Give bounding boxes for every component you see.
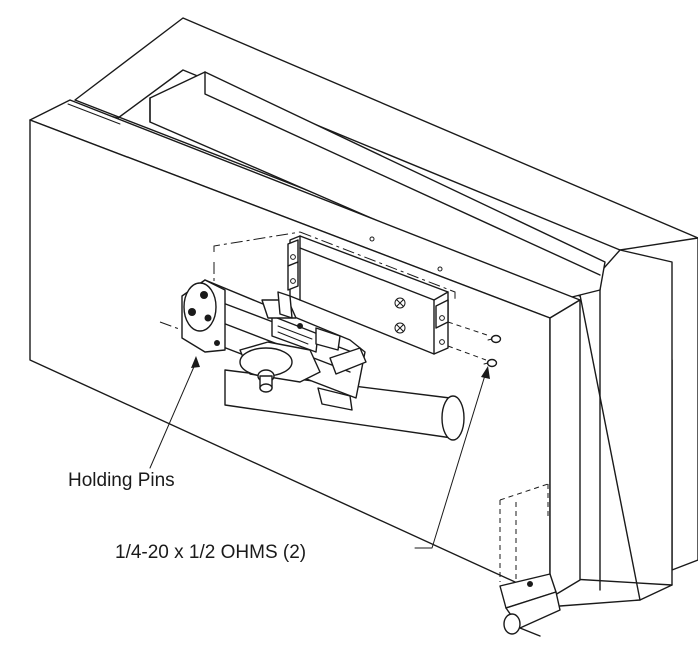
mounting-bracket — [287, 235, 449, 355]
screws-label: 1/4-20 x 1/2 OHMS (2) — [115, 542, 306, 563]
mounting-template-outline — [159, 231, 456, 331]
screw — [447, 321, 502, 344]
hinge — [499, 483, 561, 637]
door-closer — [181, 279, 465, 441]
holding-pins-label: Holding Pins — [68, 470, 175, 491]
screw — [447, 345, 498, 368]
screws-leader — [414, 366, 490, 549]
bracket-screw-hole — [394, 297, 406, 309]
holding-pins-leader — [149, 356, 200, 469]
bracket-screw-hole — [394, 322, 406, 334]
door-frame — [74, 17, 698, 607]
